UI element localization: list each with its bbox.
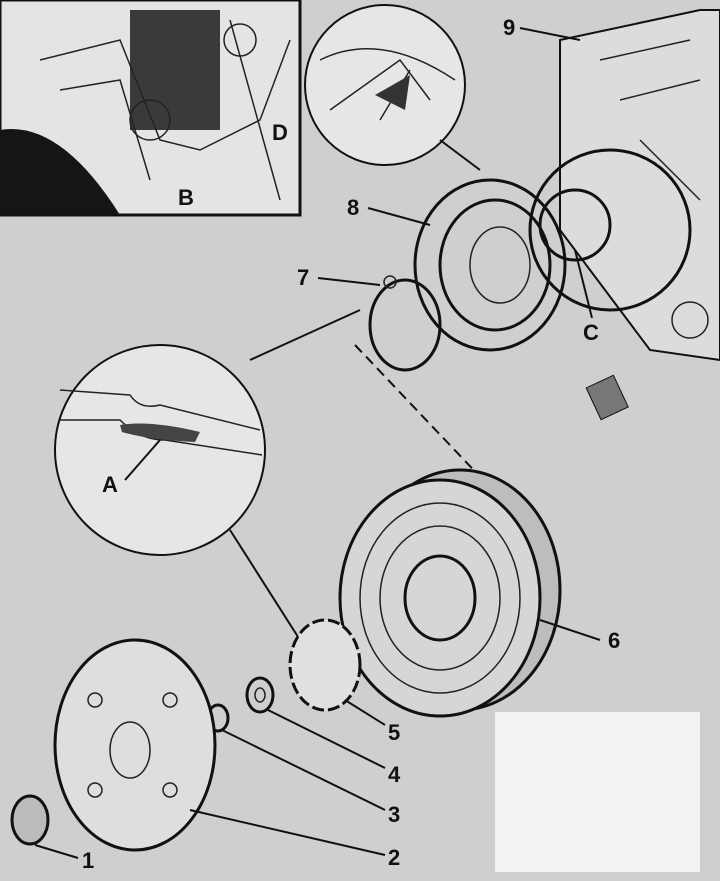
compressor-body	[528, 9, 720, 421]
part-7-snap-ring	[368, 275, 442, 372]
part-2-pressure-plate	[53, 638, 217, 852]
label-5: 5	[388, 720, 400, 745]
label-6: 6	[608, 628, 620, 653]
detail-magnifier-a	[54, 309, 361, 641]
part-5-shim	[288, 618, 362, 712]
label-8: 8	[347, 195, 359, 220]
inset-photo	[0, 0, 302, 217]
detail-magnifier-top	[304, 4, 481, 171]
part-4-washer	[245, 676, 275, 714]
label-3: 3	[388, 802, 400, 827]
part-6-pulley	[338, 468, 562, 718]
label-9: 9	[503, 15, 515, 40]
blank-patch	[495, 712, 700, 872]
label-b: B	[178, 185, 194, 210]
label-d: D	[272, 120, 288, 145]
label-7: 7	[297, 265, 309, 290]
label-1: 1	[82, 848, 94, 873]
label-c: C	[583, 320, 599, 345]
label-a: A	[102, 472, 118, 497]
part-8-field-coil	[413, 178, 567, 352]
label-4: 4	[388, 762, 401, 787]
label-2: 2	[388, 845, 400, 870]
part-1-cap	[10, 794, 50, 846]
